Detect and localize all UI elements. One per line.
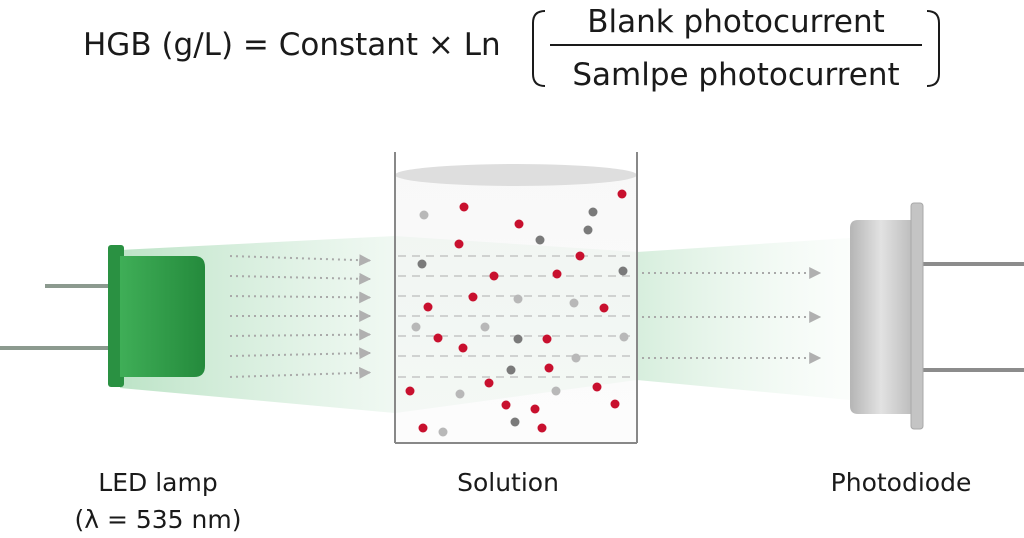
solution-label: Solution: [457, 468, 559, 497]
particle: [455, 389, 465, 399]
particle: [484, 378, 494, 388]
photodiode-label: Photodiode: [831, 468, 972, 497]
particle: [501, 400, 511, 410]
particle: [459, 202, 469, 212]
particle: [513, 294, 523, 304]
formula-numerator: Blank photocurrent: [587, 4, 885, 40]
led-dome: [120, 256, 205, 377]
particle: [575, 251, 585, 261]
particle: [489, 271, 499, 281]
particle: [513, 334, 523, 344]
formula-right-bracket: [926, 10, 940, 87]
particle: [480, 322, 490, 332]
particle: [405, 386, 415, 396]
particle: [537, 423, 547, 433]
particle: [419, 210, 429, 220]
formula-denominator: Samlpe photocurrent: [572, 57, 899, 93]
particle: [417, 259, 427, 269]
photodiode-body: [850, 220, 912, 414]
particle: [506, 365, 516, 375]
particle: [610, 399, 620, 409]
cuvette-fill: [395, 175, 637, 443]
particle: [583, 225, 593, 235]
particle: [458, 343, 468, 353]
particle: [438, 427, 448, 437]
solution-particles: [405, 189, 629, 437]
particle: [514, 219, 524, 229]
particle: [569, 298, 579, 308]
formula-lhs: HGB (g/L) = Constant × Ln: [83, 27, 501, 63]
particle: [617, 189, 627, 199]
led-lamp: [0, 245, 205, 387]
particle: [592, 382, 602, 392]
photodiode-flange: [910, 202, 924, 430]
formula: HGB (g/L) = Constant × Ln Blank photocur…: [83, 4, 940, 93]
solution-cuvette: [394, 152, 638, 444]
transmitted-light-beam: [637, 238, 850, 400]
particle: [423, 302, 433, 312]
solution-surface: [395, 164, 637, 186]
particle: [530, 404, 540, 414]
led-lamp-label: LED lamp: [98, 468, 217, 497]
particle: [552, 269, 562, 279]
particle: [542, 334, 552, 344]
particle: [619, 332, 629, 342]
particle: [588, 207, 598, 217]
formula-left-bracket: [532, 10, 546, 87]
photodiode: [850, 202, 1024, 430]
particle: [468, 292, 478, 302]
particle: [454, 239, 464, 249]
particle: [433, 333, 443, 343]
particle: [571, 353, 581, 363]
particle: [411, 322, 421, 332]
particle: [618, 266, 628, 276]
particle: [544, 363, 554, 373]
wavelength-label: (λ = 535 nm): [74, 505, 241, 534]
particle: [510, 417, 520, 427]
particle: [599, 303, 609, 313]
light-ray-arrows: [229, 254, 822, 379]
particle: [418, 423, 428, 433]
particle: [551, 386, 561, 396]
particle: [535, 235, 545, 245]
